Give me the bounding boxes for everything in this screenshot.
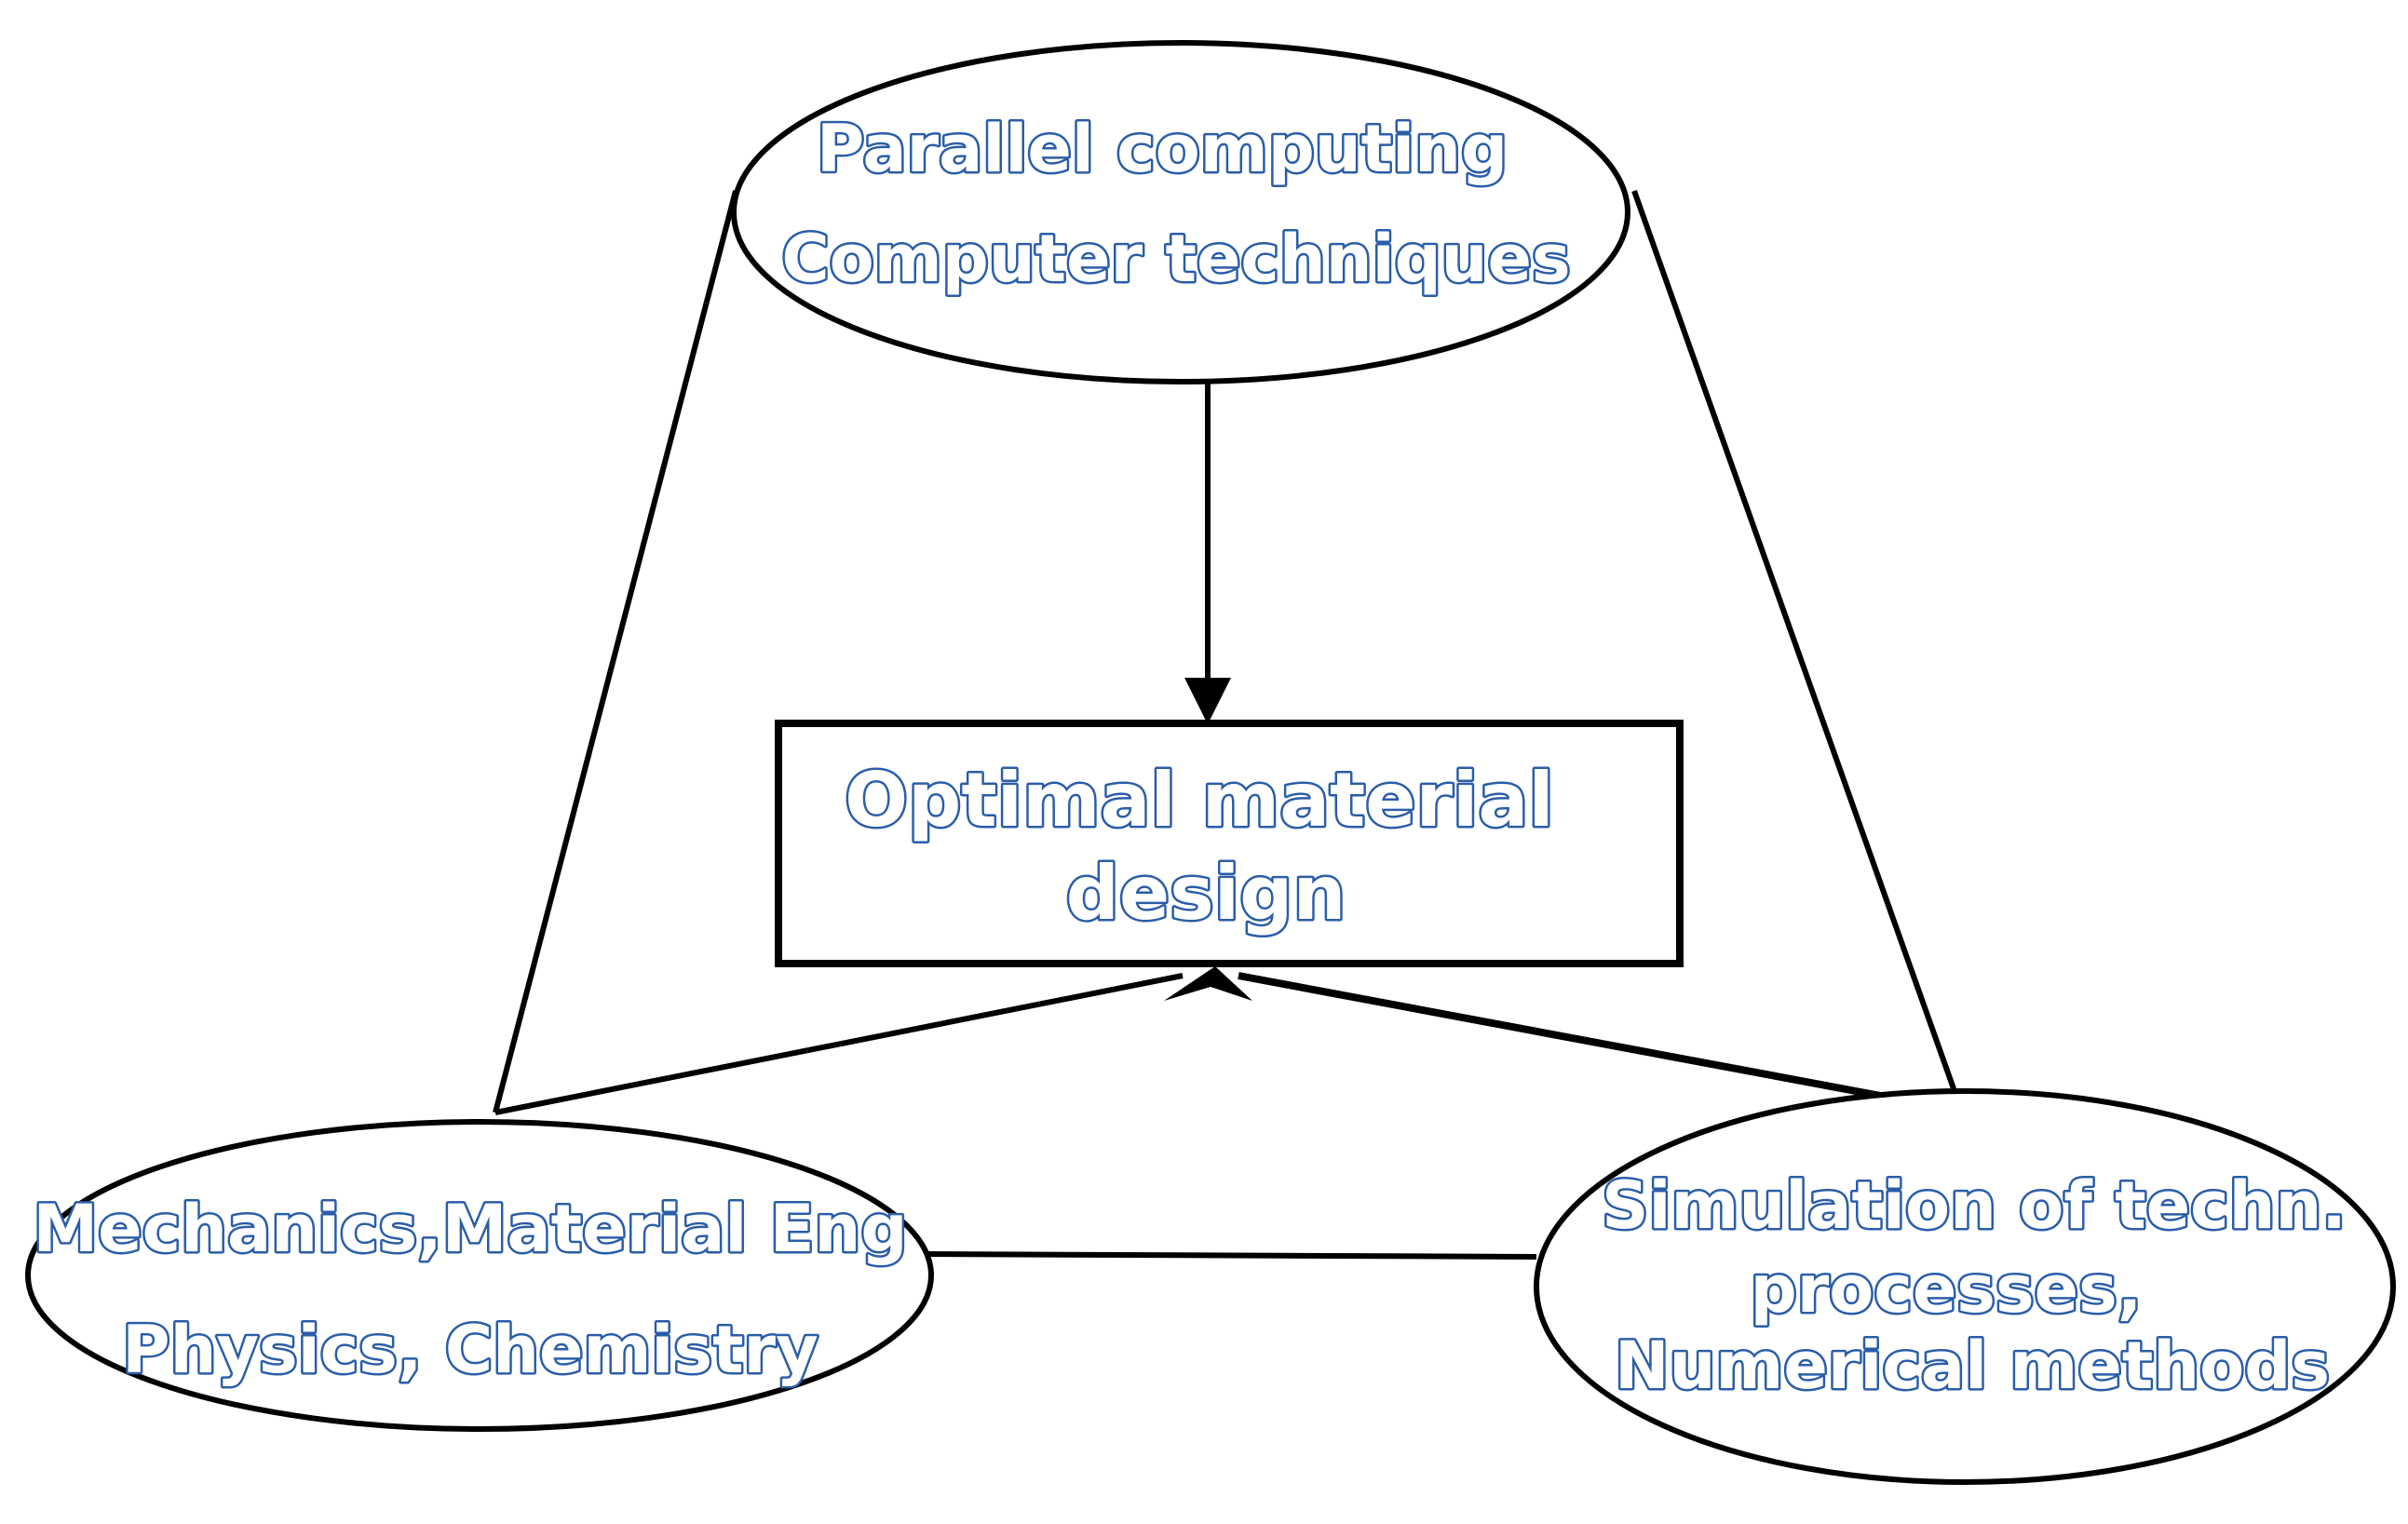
node-center-line-1: Optimal material <box>845 757 1554 843</box>
node-center-line-2: design <box>1066 850 1346 937</box>
node-top-ellipse <box>731 40 1630 384</box>
node-top: Parallel computing Computer techniques <box>731 40 1630 384</box>
arrowhead-bottom <box>1164 966 1252 1001</box>
arrow-right-to-center <box>1238 972 1887 1100</box>
node-right-line-1: Simulation of techn. <box>1602 1167 2347 1244</box>
node-right-ellipse <box>1534 1088 2396 1485</box>
edge-top-left <box>493 190 738 1113</box>
edge-top-right <box>1631 189 1958 1096</box>
arrow-left-to-center <box>494 973 1184 1115</box>
node-left: Mechanics,Material Eng Physics, Chemistr… <box>25 1119 934 1432</box>
node-center-box <box>775 720 1684 967</box>
node-right: Simulation of techn. processes, Numerica… <box>1534 1088 2396 1485</box>
node-left-ellipse <box>25 1119 934 1432</box>
node-top-line-2: Computer techniques <box>781 221 1570 297</box>
node-top-line-1: Parallel computing <box>817 111 1508 187</box>
arrowhead-top <box>1184 678 1231 724</box>
node-right-line-2: processes, <box>1751 1251 2143 1328</box>
node-left-line-2: Physics, Chemistry <box>122 1312 818 1388</box>
edge-left-right <box>921 1251 1537 1260</box>
node-center: Optimal material design <box>775 720 1684 967</box>
node-left-line-1: Mechanics,Material Eng <box>34 1191 908 1267</box>
node-right-line-3: Numerical methods <box>1615 1328 2330 1404</box>
